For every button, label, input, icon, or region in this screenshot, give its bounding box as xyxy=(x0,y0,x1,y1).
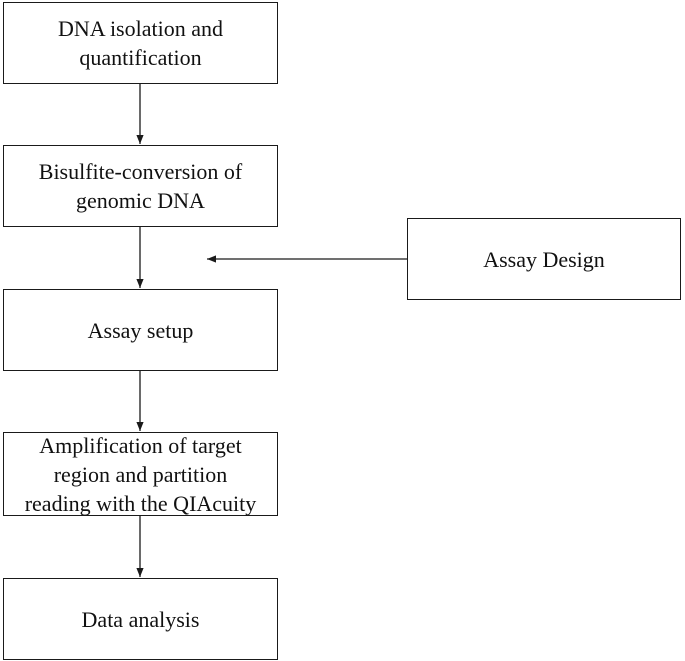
step-label: Bisulfite-conversion of genomic DNA xyxy=(39,157,242,215)
step-label-line: region and partition xyxy=(53,461,228,487)
step-label: Amplification of target region and parti… xyxy=(25,431,257,518)
step-label-line: reading with the QIAcuity xyxy=(24,490,257,516)
side-box-assay-design: Assay Design xyxy=(407,218,681,300)
step-box-dna-isolation: DNA isolation and quantification xyxy=(3,2,278,84)
step-box-bisulfite-conversion: Bisulfite-conversion of genomic DNA xyxy=(3,145,278,227)
step-box-data-analysis: Data analysis xyxy=(3,578,278,660)
side-label: Assay Design xyxy=(483,245,605,274)
step-label: Assay setup xyxy=(88,316,194,345)
step-label-line: quantification xyxy=(79,45,202,70)
step-label-line: DNA isolation and xyxy=(58,16,223,41)
step-label-line: Bisulfite-conversion of xyxy=(38,159,243,184)
step-label-line: Data analysis xyxy=(81,606,200,632)
side-label-line: Assay Design xyxy=(483,246,605,272)
step-label: Data analysis xyxy=(82,605,200,634)
step-label-line: Assay setup xyxy=(87,317,194,343)
step-box-assay-setup: Assay setup xyxy=(3,289,278,371)
step-label-line: genomic DNA xyxy=(76,188,205,213)
step-box-amplification: Amplification of target region and parti… xyxy=(3,432,278,516)
step-label-line: Amplification of target xyxy=(39,432,242,458)
step-label: DNA isolation and quantification xyxy=(58,14,223,72)
